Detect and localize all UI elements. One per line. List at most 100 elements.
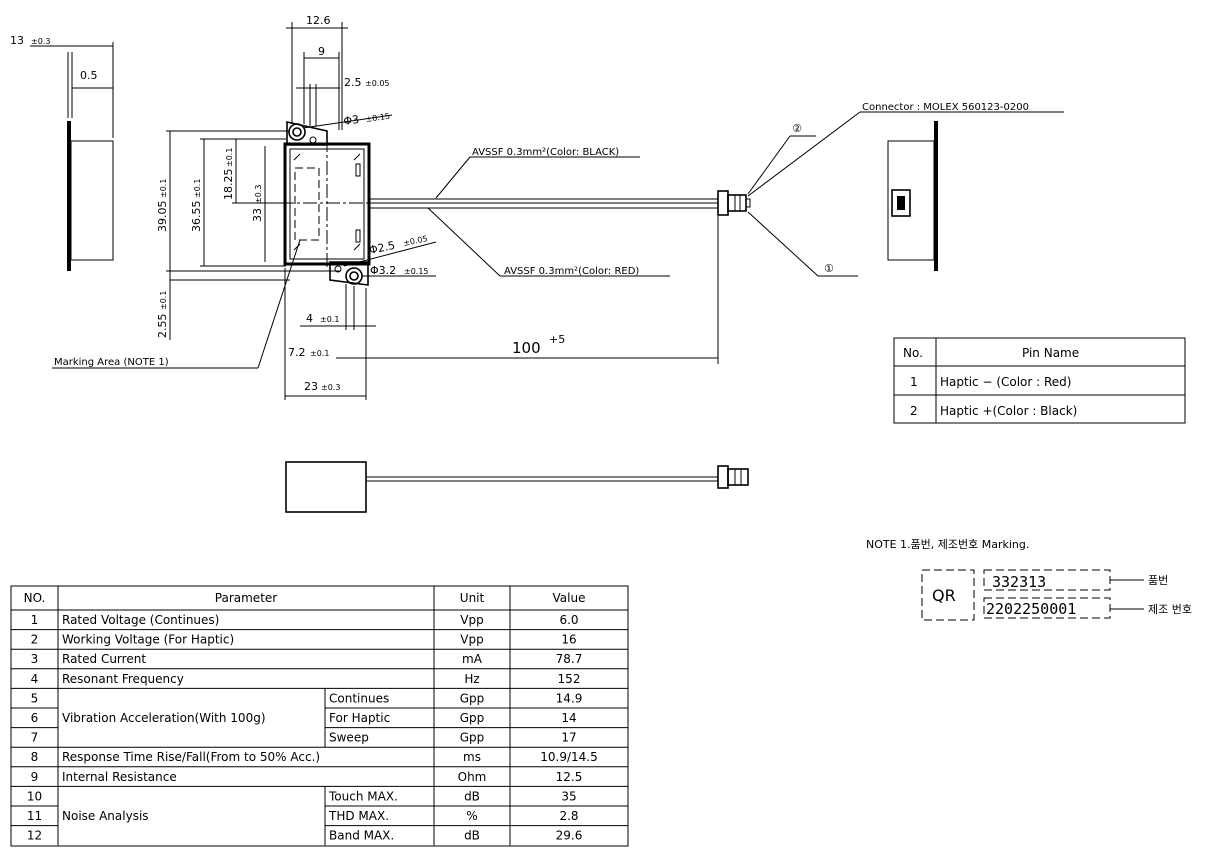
spec-row-no: 10 <box>27 789 42 803</box>
dim-33-tol: ±0.3 <box>254 185 263 204</box>
spec-row-unit: % <box>466 809 477 823</box>
spec-row-no: 5 <box>31 691 39 705</box>
dim-7-2: 7.2 <box>288 346 306 359</box>
pin2-callout: ② <box>792 122 802 135</box>
spec-row-parameter: Response Time Rise/Fall(From to 50% Acc.… <box>62 750 320 764</box>
dim-phi2-5-tol: ±0.05 <box>403 234 429 248</box>
front-view <box>280 121 374 286</box>
spec-header-value: Value <box>553 591 586 605</box>
spec-row-no: 8 <box>31 750 39 764</box>
spec-row-unit: ms <box>463 750 481 764</box>
spec-row-value: 2.8 <box>559 809 578 823</box>
dim-23: 23 <box>304 380 318 393</box>
dim-4-tol: ±0.1 <box>320 315 339 324</box>
dim-phi3: Φ3 <box>343 113 360 128</box>
spec-row-unit: Vpp <box>460 633 483 647</box>
spec-row-no: 7 <box>31 731 39 745</box>
pin-table-row-1-no: 1 <box>910 375 918 389</box>
serial-number-value: 2202250001 <box>986 600 1076 618</box>
spec-row-no: 1 <box>31 613 39 627</box>
spec-row-parameter: Noise Analysis <box>62 809 149 823</box>
spec-row-value: 29.6 <box>556 829 583 843</box>
pin-table-row-2-name: Haptic +(Color : Black) <box>940 404 1077 418</box>
spec-row-unit: mA <box>462 652 483 666</box>
part-number-value: 332313 <box>992 573 1046 591</box>
spec-row-unit: dB <box>464 829 480 843</box>
dim-36-55-tol: ±0.1 <box>193 179 202 198</box>
dim-phi2-5: Φ2.5 <box>368 239 396 257</box>
dim-2-55-tol: ±0.1 <box>159 291 168 310</box>
dim-phi3-tol: ±0.15 <box>365 112 391 124</box>
callouts: Marking Area (NOTE 1) AVSSF 0.3mm²(Color… <box>52 102 1064 369</box>
spec-row-value: 12.5 <box>556 770 583 784</box>
spec-row-no: 4 <box>31 672 39 686</box>
dim-9: 9 <box>318 45 325 58</box>
spec-row-parameter: Internal Resistance <box>62 770 177 784</box>
dim-12-6: 12.6 <box>306 14 331 27</box>
front-view-dimensions: 12.6 9 2.5 ±0.05 Φ3 ±0.15 39.05 ±0.1 36.… <box>156 14 719 400</box>
dim-39-05-tol: ±0.1 <box>159 179 168 198</box>
dim-2-5-tol: ±0.05 <box>365 79 390 88</box>
dim-phi3-2-tol: ±0.15 <box>404 267 429 276</box>
spec-row-no: 6 <box>31 711 39 725</box>
spec-row-unit: Gpp <box>460 691 485 705</box>
spec-row-unit: Vpp <box>460 613 483 627</box>
wire-red-label: AVSSF 0.3mm²(Color: RED) <box>504 266 639 277</box>
pin-table-row-1-name: Haptic − (Color : Red) <box>940 375 1071 389</box>
spec-header-parameter: Parameter <box>215 591 277 605</box>
spec-row-no: 3 <box>31 652 39 666</box>
spec-row-subparameter: Touch MAX. <box>328 789 398 803</box>
spec-row-subparameter: THD MAX. <box>328 809 389 823</box>
marking-area-label: Marking Area (NOTE 1) <box>54 357 169 368</box>
dim-23-tol: ±0.3 <box>321 383 340 392</box>
wire-harness <box>369 190 751 216</box>
dim-2-5: 2.5 <box>344 76 362 89</box>
spec-row-parameter: Resonant Frequency <box>62 672 184 686</box>
pin-table-row-2-no: 2 <box>910 404 918 418</box>
spec-row-parameter: Rated Current <box>62 652 146 666</box>
dim-33: 33 <box>251 208 264 222</box>
spec-row-unit: dB <box>464 789 480 803</box>
spec-row-value: 14 <box>561 711 576 725</box>
pin-table: No. Pin Name 1 Haptic − (Color : Red) 2 … <box>893 337 1186 424</box>
spec-row-unit: Gpp <box>460 711 485 725</box>
spec-row-value: 14.9 <box>556 691 583 705</box>
part-number-label: 품번 <box>1148 574 1168 587</box>
spec-row-no: 11 <box>27 809 42 823</box>
dim-7-2-tol: ±0.1 <box>310 349 329 358</box>
spec-row-value: 16 <box>561 633 576 647</box>
dim-18-25: 18.25 <box>222 169 235 201</box>
qr-label: QR <box>932 586 956 605</box>
pin-table-header-no: No. <box>903 346 923 360</box>
connector-label: Connector : MOLEX 560123-0200 <box>862 102 1029 113</box>
dim-18-25-tol: ±0.1 <box>225 148 234 167</box>
dim-4: 4 <box>306 312 313 325</box>
spec-row-unit: Gpp <box>460 731 485 745</box>
spec-row-subparameter: Sweep <box>329 731 369 745</box>
dim-phi3-2: Φ3.2 <box>370 264 396 277</box>
dim-0-5: 0.5 <box>80 69 98 82</box>
dim-100: 100 <box>512 339 541 357</box>
bottom-view <box>285 461 749 513</box>
spec-row-parameter: Vibration Acceleration(With 100g) <box>62 711 266 725</box>
dim-13: 13 <box>10 34 24 47</box>
pin1-callout: ① <box>824 262 834 275</box>
pin-table-header-name: Pin Name <box>1022 346 1079 360</box>
dim-2-55: 2.55 <box>156 314 169 339</box>
dim-39-05: 39.05 <box>156 201 169 233</box>
dim-13-tol: ±0.3 <box>31 37 50 46</box>
dim-36-55: 36.55 <box>190 201 203 233</box>
spec-row-value: 17 <box>561 731 576 745</box>
marking-note: NOTE 1.품번, 제조번호 Marking. QR 332313 22022… <box>866 538 1192 621</box>
spec-row-parameter: Rated Voltage (Continues) <box>62 613 219 627</box>
right-side-view <box>887 121 938 271</box>
spec-row-value: 78.7 <box>556 652 583 666</box>
serial-number-label: 제조 번호 <box>1148 603 1192 616</box>
spec-row-no: 2 <box>31 633 39 647</box>
spec-row-value: 10.9/14.5 <box>540 750 597 764</box>
spec-row-subparameter: Continues <box>329 691 389 705</box>
dim-100-tol: +5 <box>549 333 565 346</box>
spec-row-subparameter: Band MAX. <box>329 829 394 843</box>
